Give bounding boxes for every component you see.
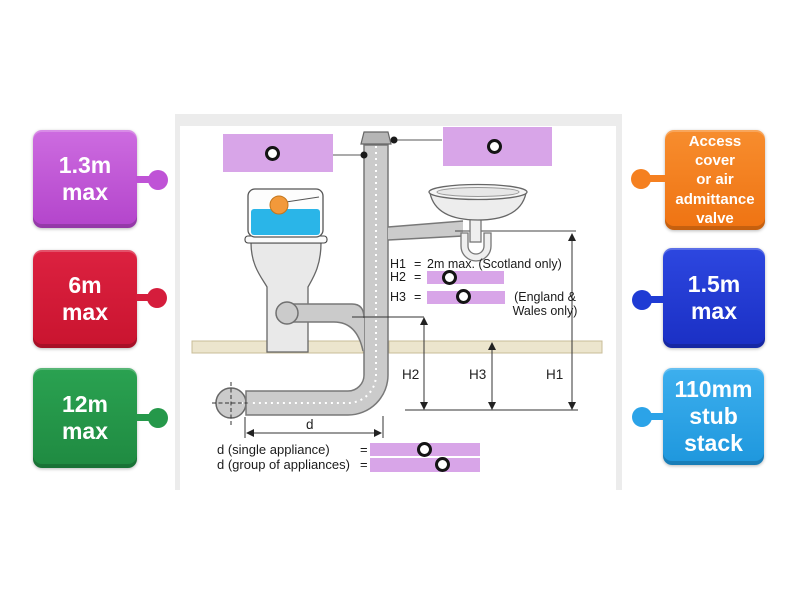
slot-target-dot[interactable] [265, 146, 280, 161]
h3-equation-row: H3 = [390, 288, 505, 304]
h2-equation-row: H2 = [390, 269, 504, 285]
equals-sign: = [414, 270, 422, 284]
dim-label-h1: H1 [546, 367, 564, 382]
dim-label-h2: H2 [402, 367, 420, 382]
slot-target-dot[interactable] [435, 457, 450, 472]
label-card-1-3m-max[interactable]: 1.3m max [33, 130, 137, 228]
connector-stem [648, 296, 664, 303]
connector-knob [148, 408, 168, 428]
england-wales-note: (England & Wales only) [512, 290, 578, 319]
h1-label: H1 [390, 257, 406, 271]
dim-label-d: d [306, 417, 314, 432]
panel-frame-left [175, 114, 180, 490]
slot-target-dot[interactable] [456, 288, 471, 304]
connector-stem [136, 176, 152, 183]
equals-sign: = [360, 457, 368, 472]
slot-target-dot[interactable] [417, 442, 432, 457]
equals-sign: = [414, 257, 422, 271]
label-card-12m-max[interactable]: 12m max [33, 368, 137, 468]
answer-slot-d-group[interactable] [370, 457, 480, 472]
panel-frame-right [616, 114, 622, 490]
slot-target-dot[interactable] [442, 269, 457, 285]
answer-slot-h3[interactable] [427, 288, 505, 304]
connector-stem [649, 175, 666, 182]
connector-knob [632, 407, 652, 427]
dim-label-h3: H3 [469, 367, 487, 382]
h2-label: H2 [390, 270, 406, 284]
connector-knob [148, 170, 168, 190]
connector-knob [631, 169, 651, 189]
connector-stem [136, 294, 152, 301]
d-single-label: d (single appliance) [217, 442, 330, 457]
h1-equation-row: H1 = 2m max. (Scotland only) [390, 257, 562, 271]
slot-target-dot[interactable] [487, 139, 502, 154]
connector-knob [147, 288, 167, 308]
equals-sign: = [414, 290, 422, 304]
answer-slot-stack-top-left[interactable] [223, 134, 333, 172]
label-card-6m-max[interactable]: 6m max [33, 250, 137, 348]
answer-slot-d-single[interactable] [370, 442, 480, 457]
connector-stem [648, 413, 664, 420]
label-card-1-5m-max[interactable]: 1.5m max [663, 248, 765, 348]
answer-slot-stack-top-right[interactable] [443, 127, 552, 166]
d-single-row: d (single appliance) = [217, 442, 370, 457]
connector-stem [136, 414, 152, 421]
label-card-access-cover[interactable]: Access cover or air admittance valve [665, 130, 765, 230]
answer-slot-h2[interactable] [427, 269, 504, 285]
d-group-label: d (group of appliances) [217, 457, 350, 472]
h3-label: H3 [390, 290, 406, 304]
panel-frame-top [175, 114, 622, 126]
equals-sign: = [360, 442, 368, 457]
connector-knob [632, 290, 652, 310]
d-group-row: d (group of appliances) = [217, 457, 370, 472]
h1-value: 2m max. (Scotland only) [427, 257, 562, 271]
label-card-110mm-stub-stack[interactable]: 110mm stub stack [663, 368, 764, 465]
